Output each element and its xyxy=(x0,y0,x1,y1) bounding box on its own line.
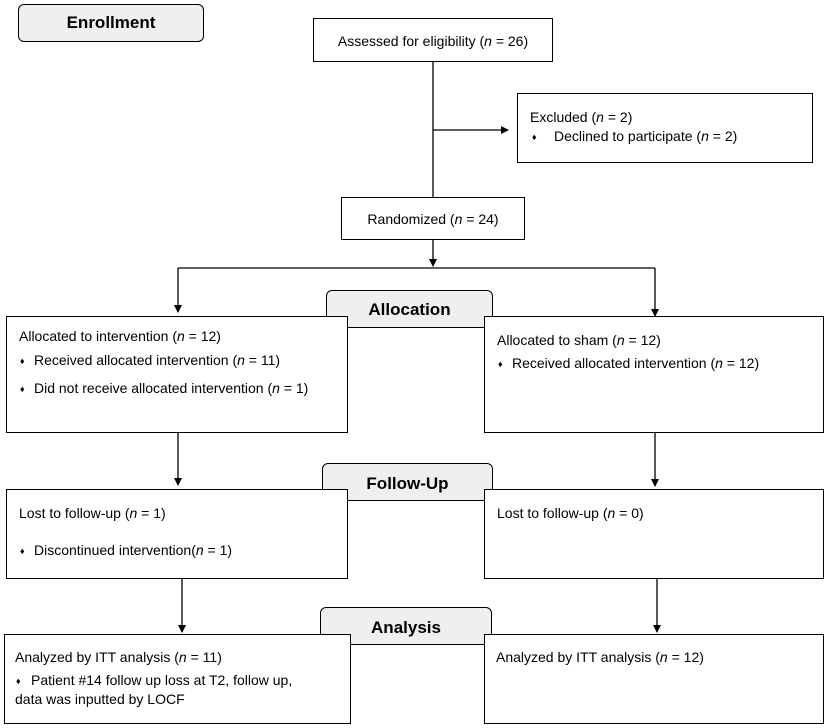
allocation-left-box: Allocated to intervention (n = 12) ♦ Rec… xyxy=(6,316,348,433)
stage-allocation: Allocation xyxy=(326,290,493,328)
analysis-right-box: Analyzed by ITT analysis (n = 12) xyxy=(484,634,824,724)
bullet-icon: ♦ xyxy=(20,384,25,394)
followup-right-box: Lost to follow-up (n = 0) xyxy=(484,489,824,579)
randomized-box: Randomized (n = 24) xyxy=(341,197,525,240)
stage-followup-label: Follow-Up xyxy=(366,474,449,493)
analysis-left-box: Analyzed by ITT analysis (n = 11) ♦ Pati… xyxy=(4,634,351,724)
stage-analysis: Analysis xyxy=(320,607,492,645)
allocation-right-box: Allocated to sham (n = 12) ♦ Received al… xyxy=(484,316,824,433)
stage-analysis-label: Analysis xyxy=(371,618,441,637)
stage-allocation-label: Allocation xyxy=(368,300,451,319)
bullet-icon: ♦ xyxy=(532,132,537,142)
followup-left-box: Lost to follow-up (n = 1) ♦ Discontinued… xyxy=(6,489,348,579)
bullet-icon: ♦ xyxy=(16,676,21,686)
bullet-icon: ♦ xyxy=(20,546,25,556)
assessed-box: Assessed for eligibility (n = 26) xyxy=(313,18,553,62)
stage-enrollment: Enrollment xyxy=(18,4,204,42)
bullet-icon: ♦ xyxy=(20,356,25,366)
excluded-box: Excluded (n = 2) ♦ Declined to participa… xyxy=(517,93,813,163)
bullet-icon: ♦ xyxy=(498,359,503,369)
excluded-title: Excluded (n = 2) xyxy=(530,109,633,125)
stage-followup: Follow-Up xyxy=(322,463,493,501)
stage-enrollment-label: Enrollment xyxy=(66,13,156,32)
